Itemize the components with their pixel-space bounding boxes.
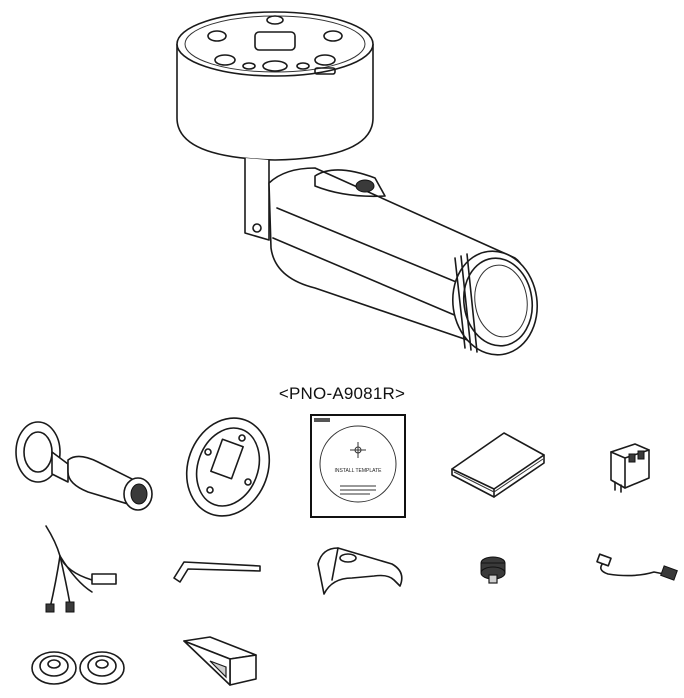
template-label: INSTALL TEMPLATE — [334, 468, 382, 474]
accessory-thumb-screw — [478, 553, 508, 585]
model-caption: <PNO-A9081R> — [278, 384, 406, 403]
sunshield-icon — [317, 547, 403, 595]
thumb-screw-icon — [480, 556, 506, 584]
accessory-installation-template: INSTALL TEMPLATE — [310, 414, 406, 518]
hex-wrench-icon — [173, 561, 261, 583]
accessory-hex-wrench — [168, 552, 268, 592]
template-sheet-icon: INSTALL TEMPLATE — [310, 414, 406, 518]
terminal-block-icon — [610, 443, 650, 493]
camera-body-icon — [15, 421, 153, 511]
mount-plate-icon — [185, 417, 271, 517]
test-cable-icon — [596, 553, 678, 581]
accessory-cable-harness — [36, 522, 126, 614]
accessory-terminal-block — [605, 438, 655, 494]
accessory-mounting-plate — [178, 412, 278, 522]
main-camera-illustration — [165, 8, 555, 368]
manual-booklet-icon — [451, 432, 545, 498]
accessory-sun-shield — [312, 540, 408, 600]
accessory-quick-guide — [448, 425, 548, 505]
bullet-camera-with-mount-icon — [176, 11, 539, 356]
accessory-rubber-grommets — [30, 638, 126, 690]
grommet-icon — [31, 651, 125, 685]
accessory-wedge-tool — [180, 633, 264, 689]
accessory-test-cable — [594, 548, 680, 588]
cable-harness-icon — [45, 525, 117, 613]
wedge-tool-icon — [183, 636, 257, 686]
accessory-camera-unit — [8, 412, 158, 512]
